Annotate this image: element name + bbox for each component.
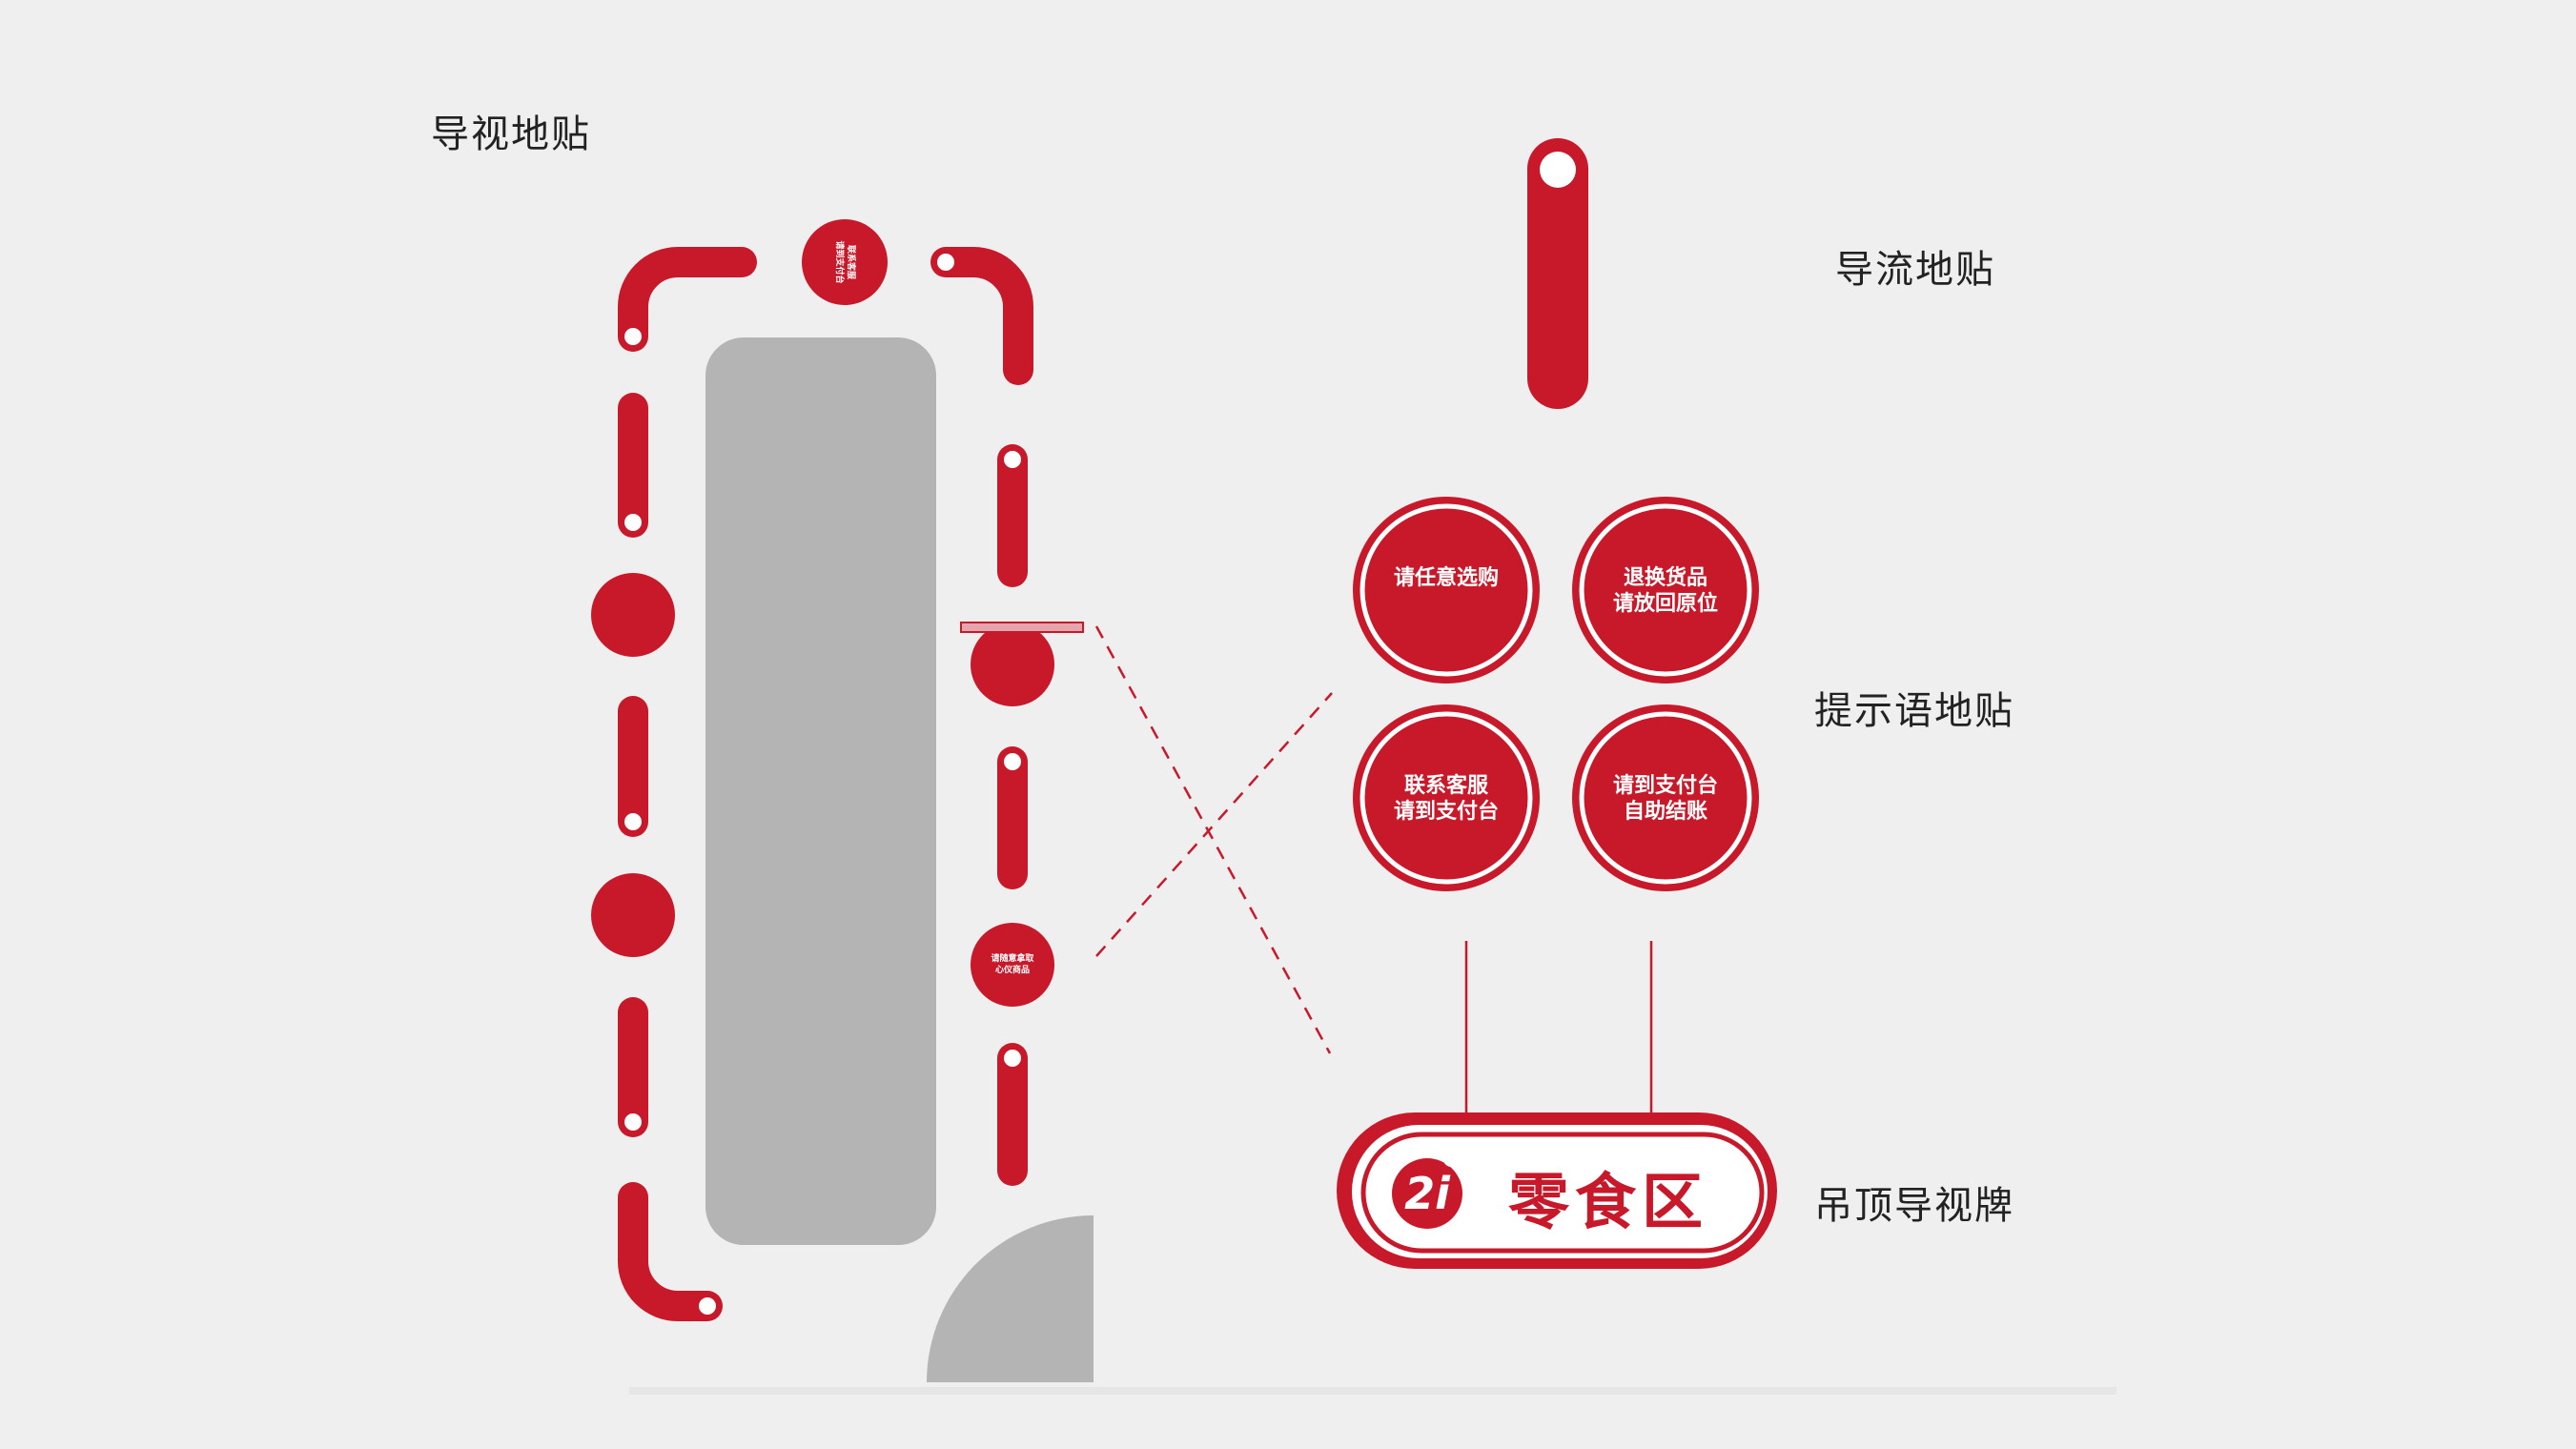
connector-line-2 [1095,692,1333,957]
small-badge-right-line2: 心仪商品 [994,966,1030,975]
shelf-block [705,337,936,1245]
prompt-badge-4-line1: 请到支付台 [1612,774,1718,798]
corner-bottom-left [618,1182,723,1321]
prompt-badge-2 [1572,497,1759,684]
dot-marker [624,328,642,345]
prompt-badge-3-line1: 联系客服 [1403,774,1488,798]
prompt-badge-1-text: 请任意选购 [1360,565,1532,591]
prompt-badge-3-text: 联系客服 请到支付台 [1360,773,1532,825]
dot-marker [1004,1050,1021,1067]
small-badge-right-text: 请随意拿取 心仪商品 [974,953,1051,976]
circle-right-1 [971,622,1054,706]
flow-pill-dot [1540,152,1576,188]
dot-marker [699,1297,716,1315]
prompt-badge-4 [1572,704,1759,891]
circle-left-1 [591,573,675,657]
ceiling-sign [1337,1112,1777,1269]
dot-marker [624,514,642,531]
dot-marker [624,813,642,830]
circle-left-2 [591,873,675,957]
connector-line-1 [1094,625,1332,1054]
dot-marker [1004,753,1021,770]
small-badge-top-line1: 联系客服 [846,244,855,279]
small-badge-top-line2: 请到支付台 [834,240,844,284]
prompt-badge-3 [1353,704,1540,891]
prompt-badge-1 [1353,497,1540,684]
small-badge-top-text: 联系客服 请到支付台 [833,224,856,300]
label-ceiling-sign: 吊顶导视牌 [1814,1184,2014,1228]
label-floor-guide: 导视地贴 [431,112,591,156]
prompt-badge-1-line1: 请任意选购 [1393,566,1499,590]
corner-top-left [618,247,757,352]
prompt-badge-3-line2: 请到支付台 [1393,800,1499,824]
floor-shadow [629,1387,2116,1395]
dot-marker [624,1113,642,1131]
small-badge-right-line1: 请随意拿取 [991,954,1034,964]
prompt-badge-2-line1: 退换货品 [1623,566,1707,590]
flow-pill [1527,138,1588,409]
sign-logo: 2i [1404,1168,1450,1219]
corner-top-right [930,247,1033,385]
dot-marker [937,254,954,271]
door-swing [927,1215,1094,1382]
prompt-badge-4-text: 请到支付台 自助结账 [1580,773,1751,825]
prompt-badge-2-line2: 请放回原位 [1612,592,1718,616]
prompt-badge-4-line2: 自助结账 [1623,800,1707,824]
highlight-strip [960,622,1084,633]
label-prompt-sticker: 提示语地贴 [1814,689,2014,733]
small-badge-top [802,219,888,305]
label-flow-sticker: 导流地贴 [1835,248,1995,292]
prompt-badge-2-text: 退换货品 请放回原位 [1580,565,1751,617]
small-badge-right [971,923,1054,1007]
dot-marker [1004,451,1021,468]
sign-title: 零食区 [1508,1168,1708,1238]
